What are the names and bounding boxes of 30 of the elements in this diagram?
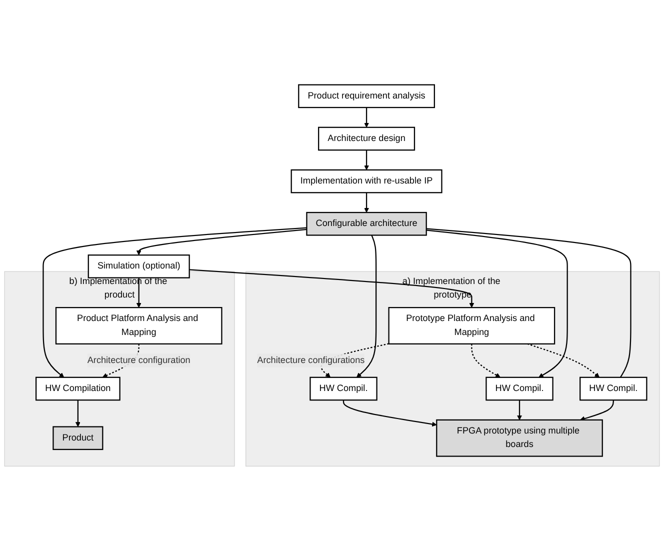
node-box: HW Compil.	[310, 376, 378, 401]
node-box: Product	[52, 426, 104, 450]
connector	[426, 228, 632, 378]
arrow	[426, 230, 568, 378]
arrow	[527, 343, 600, 378]
arrow	[364, 192, 370, 213]
arrow	[364, 108, 370, 128]
node-box: Simulation (optional)	[88, 254, 190, 278]
node-box: HW Compil.	[580, 376, 648, 401]
arrow	[471, 344, 500, 378]
node-box: Architecture design	[318, 126, 416, 151]
arrow	[356, 234, 377, 378]
arrow	[189, 269, 474, 308]
node-box: Configurable architecture	[306, 212, 427, 236]
edge-label: Architecture configuration	[87, 356, 190, 366]
arrow	[136, 228, 307, 256]
edge-label: Architecture configurations	[257, 356, 365, 366]
arrow	[364, 150, 370, 170]
node-box: Prototype Platform Analysis and Mapping	[388, 307, 556, 344]
arrow	[342, 400, 437, 427]
node-box: FPGA prototype using multiple boards	[436, 419, 603, 457]
arrow	[517, 400, 522, 420]
node-box: HW Compil.	[486, 376, 554, 401]
node-box: Implementation with re-usable IP	[290, 169, 442, 194]
node-box: Product Platform Analysis and Mapping	[55, 307, 222, 344]
arrow	[580, 400, 614, 422]
arrow	[136, 278, 142, 308]
arrow	[75, 400, 80, 427]
node-box: HW Compilation	[35, 376, 120, 401]
node-box: Product requirement analysis	[298, 84, 435, 108]
